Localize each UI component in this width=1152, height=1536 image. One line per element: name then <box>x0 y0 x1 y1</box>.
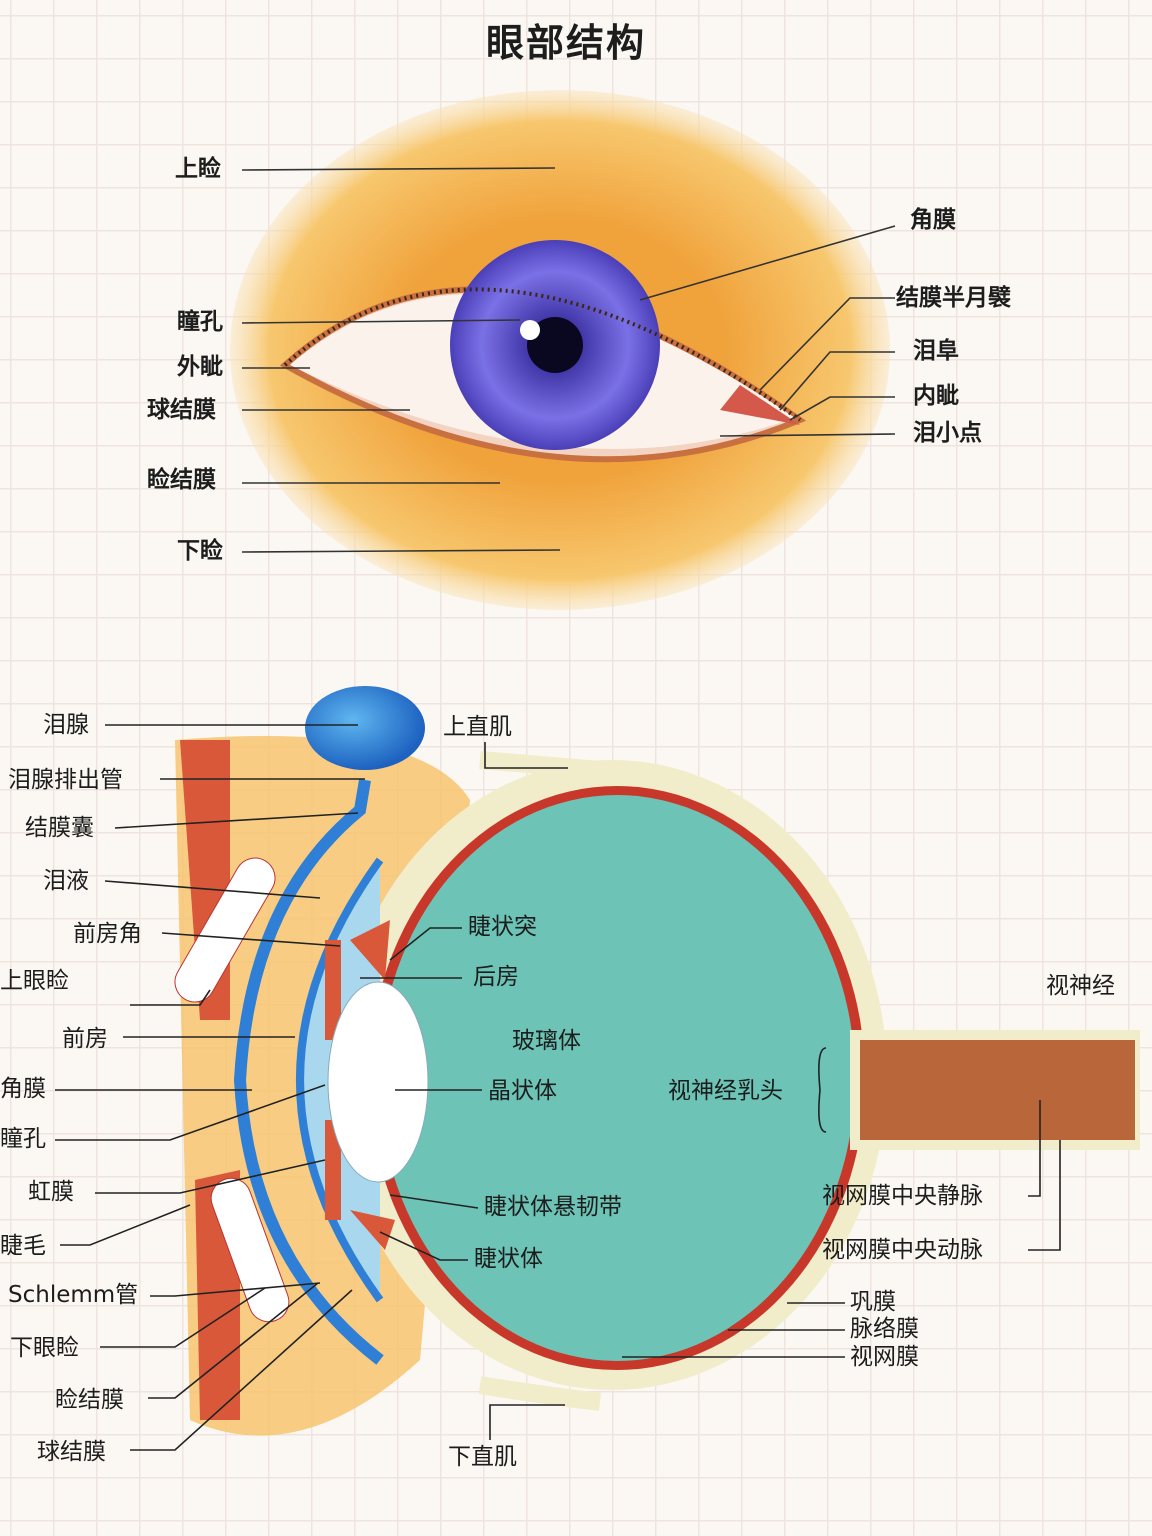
label-conjunctival-sac: 结膜囊 <box>25 815 94 841</box>
label-central-retinal-artery: 视网膜中央动脉 <box>822 1237 983 1263</box>
label-retina: 视网膜 <box>850 1344 919 1370</box>
label-bulbar-conjunctiva: 球结膜 <box>37 1439 106 1465</box>
label-pupil: 瞳孔 <box>177 309 223 335</box>
label-inferior-rectus: 下直肌 <box>448 1444 517 1470</box>
vitreous-body <box>379 795 855 1361</box>
cross-section-leader-lines <box>55 724 1061 1451</box>
external-eye-drawing <box>230 90 890 610</box>
label-lower-eyelid: 下眼睑 <box>10 1335 79 1361</box>
label-medial-canthus: 内眦 <box>913 383 959 409</box>
label-lateral-canthus: 外眦 <box>177 354 223 380</box>
label-lacrimal-gland: 泪腺 <box>43 712 89 738</box>
label-eyelashes: 睫毛 <box>0 1233 46 1259</box>
page-title: 眼部结构 <box>485 21 646 65</box>
label-superior-rectus: 上直肌 <box>443 714 512 740</box>
label-vitreous-body: 玻璃体 <box>512 1028 581 1054</box>
label-lacrimal-duct: 泪腺排出管 <box>8 767 123 793</box>
label-zonular-fibers: 睫状体悬韧带 <box>484 1194 622 1220</box>
label-pupil: 瞳孔 <box>0 1126 46 1152</box>
label-optic-disc: 视神经乳头 <box>668 1078 783 1104</box>
label-choroid: 脉络膜 <box>850 1316 919 1342</box>
label-palpebral-conjunctiva: 睑结膜 <box>55 1387 124 1413</box>
label-plica-semilunaris: 结膜半月襞 <box>896 285 1011 311</box>
lacrimal-gland <box>305 686 425 770</box>
external-eye-leader-lines <box>241 167 896 553</box>
optic-nerve <box>860 1040 1135 1140</box>
label-palpebral-conjunctiva: 睑结膜 <box>147 467 216 493</box>
label-sclera: 巩膜 <box>850 1289 896 1315</box>
label-anterior-chamber-angle: 前房角 <box>73 921 142 947</box>
label-tears: 泪液 <box>43 868 89 894</box>
lens <box>327 981 429 1183</box>
label-cornea: 角膜 <box>0 1076 46 1102</box>
pupil <box>527 317 583 373</box>
label-upper-eyelid: 上睑 <box>175 156 221 182</box>
label-caruncle: 泪阜 <box>913 338 959 364</box>
label-central-retinal-vein: 视网膜中央静脉 <box>822 1183 983 1209</box>
label-lens: 晶状体 <box>488 1078 557 1104</box>
label-upper-eyelid: 上眼睑 <box>0 968 69 994</box>
label-cornea: 角膜 <box>910 207 956 233</box>
cross-section-drawing <box>174 686 1140 1436</box>
label-bulbar-conjunctiva: 球结膜 <box>147 397 216 423</box>
label-anterior-chamber: 前房 <box>62 1026 108 1052</box>
label-ciliary-body: 睫状体 <box>474 1246 543 1272</box>
label-schlemm-canal: Schlemm管 <box>8 1282 139 1308</box>
label-optic-nerve: 视神经 <box>1046 973 1115 999</box>
label-posterior-chamber: 后房 <box>473 964 519 990</box>
label-iris: 虹膜 <box>28 1179 74 1205</box>
label-lower-eyelid: 下睑 <box>177 538 223 564</box>
label-ciliary-process: 睫状突 <box>468 914 537 940</box>
label-lacrimal-punctum: 泪小点 <box>913 420 982 446</box>
